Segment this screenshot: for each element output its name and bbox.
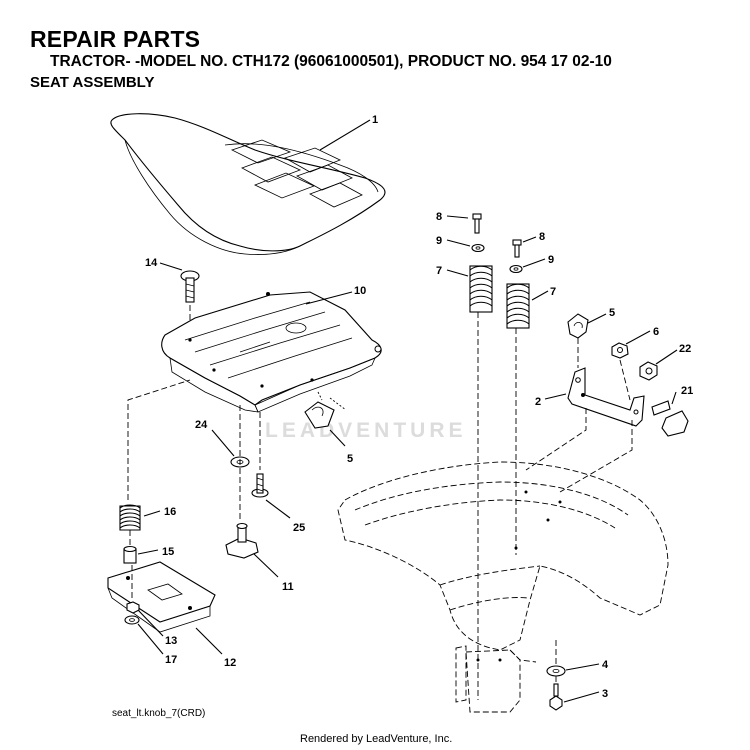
- spring-7-right-drawing: [506, 283, 530, 329]
- part-label-10[interactable]: 10: [354, 285, 366, 297]
- nut-22-drawing: [639, 361, 658, 381]
- part-label-11[interactable]: 11: [282, 581, 294, 593]
- diagram-reference: seat_lt.knob_7(CRD): [112, 708, 206, 719]
- part-label-1[interactable]: 1: [372, 114, 378, 126]
- part-label-4[interactable]: 4: [602, 659, 609, 671]
- spring-16-drawing: [119, 504, 141, 531]
- washer-9-right-drawing: [509, 264, 523, 274]
- spacer-15-drawing: [123, 545, 137, 564]
- knob-drawing: [225, 522, 259, 559]
- part-label-9-right[interactable]: 9: [548, 254, 554, 266]
- seat-bracket-drawing: [567, 367, 645, 427]
- part-label-24[interactable]: 24: [195, 419, 208, 431]
- part-label-5-left[interactable]: 5: [347, 453, 353, 465]
- part-label-9-left[interactable]: 9: [436, 235, 442, 247]
- fender-frame-drawing: [337, 461, 669, 713]
- nut-6-drawing: [611, 342, 629, 359]
- page-title: REPAIR PARTS: [30, 26, 201, 52]
- part-label-17[interactable]: 17: [165, 654, 177, 666]
- part-label-3[interactable]: 3: [602, 688, 608, 700]
- part-label-8-left[interactable]: 8: [436, 211, 442, 223]
- carriage-bolt-drawing: [180, 270, 200, 303]
- model-subtitle: TRACTOR- -MODEL NO. CTH172 (96061000501)…: [50, 53, 612, 70]
- bolt-3-drawing: [549, 683, 563, 711]
- clip-drawing-right: [567, 313, 589, 339]
- screw-25-drawing: [251, 473, 269, 498]
- seat-pan-drawing: [161, 291, 382, 413]
- nut-13-drawing: [126, 601, 140, 614]
- spring-7-left-drawing: [469, 265, 493, 313]
- part-label-15[interactable]: 15: [162, 546, 174, 558]
- part-label-25[interactable]: 25: [293, 522, 305, 534]
- part-label-2[interactable]: 2: [535, 396, 541, 408]
- part-label-14[interactable]: 14: [145, 257, 158, 269]
- part-label-8-right[interactable]: 8: [539, 231, 545, 243]
- washer-4-drawing: [546, 665, 566, 677]
- part-label-12[interactable]: 12: [224, 657, 236, 669]
- bolt-8-left-drawing: [472, 213, 482, 234]
- seat-drawing: [110, 113, 386, 255]
- part-label-22[interactable]: 22: [679, 343, 691, 355]
- slide-plate-drawing: [107, 561, 216, 633]
- part-label-6[interactable]: 6: [653, 326, 659, 338]
- part-label-7-right[interactable]: 7: [550, 286, 556, 298]
- part-labels: 1 2 3 4 5 5 6 7 7 8 8 9 9 10 11 12 13 14…: [145, 114, 693, 700]
- section-title: SEAT ASSEMBLY: [30, 74, 155, 91]
- part-label-21[interactable]: 21: [681, 385, 693, 397]
- part-label-5-right[interactable]: 5: [609, 307, 615, 319]
- bolt-21-drawing: [651, 400, 689, 437]
- washer-9-left-drawing: [471, 243, 485, 253]
- part-label-13[interactable]: 13: [165, 635, 177, 647]
- part-label-7-left[interactable]: 7: [436, 265, 442, 277]
- leader-lines: [137, 119, 678, 703]
- part-label-16[interactable]: 16: [164, 506, 176, 518]
- clip-drawing-left: [304, 401, 335, 429]
- footer-credit: Rendered by LeadVenture, Inc.: [300, 733, 453, 745]
- washer-17-drawing: [124, 615, 140, 625]
- bolt-8-right-drawing: [512, 239, 522, 258]
